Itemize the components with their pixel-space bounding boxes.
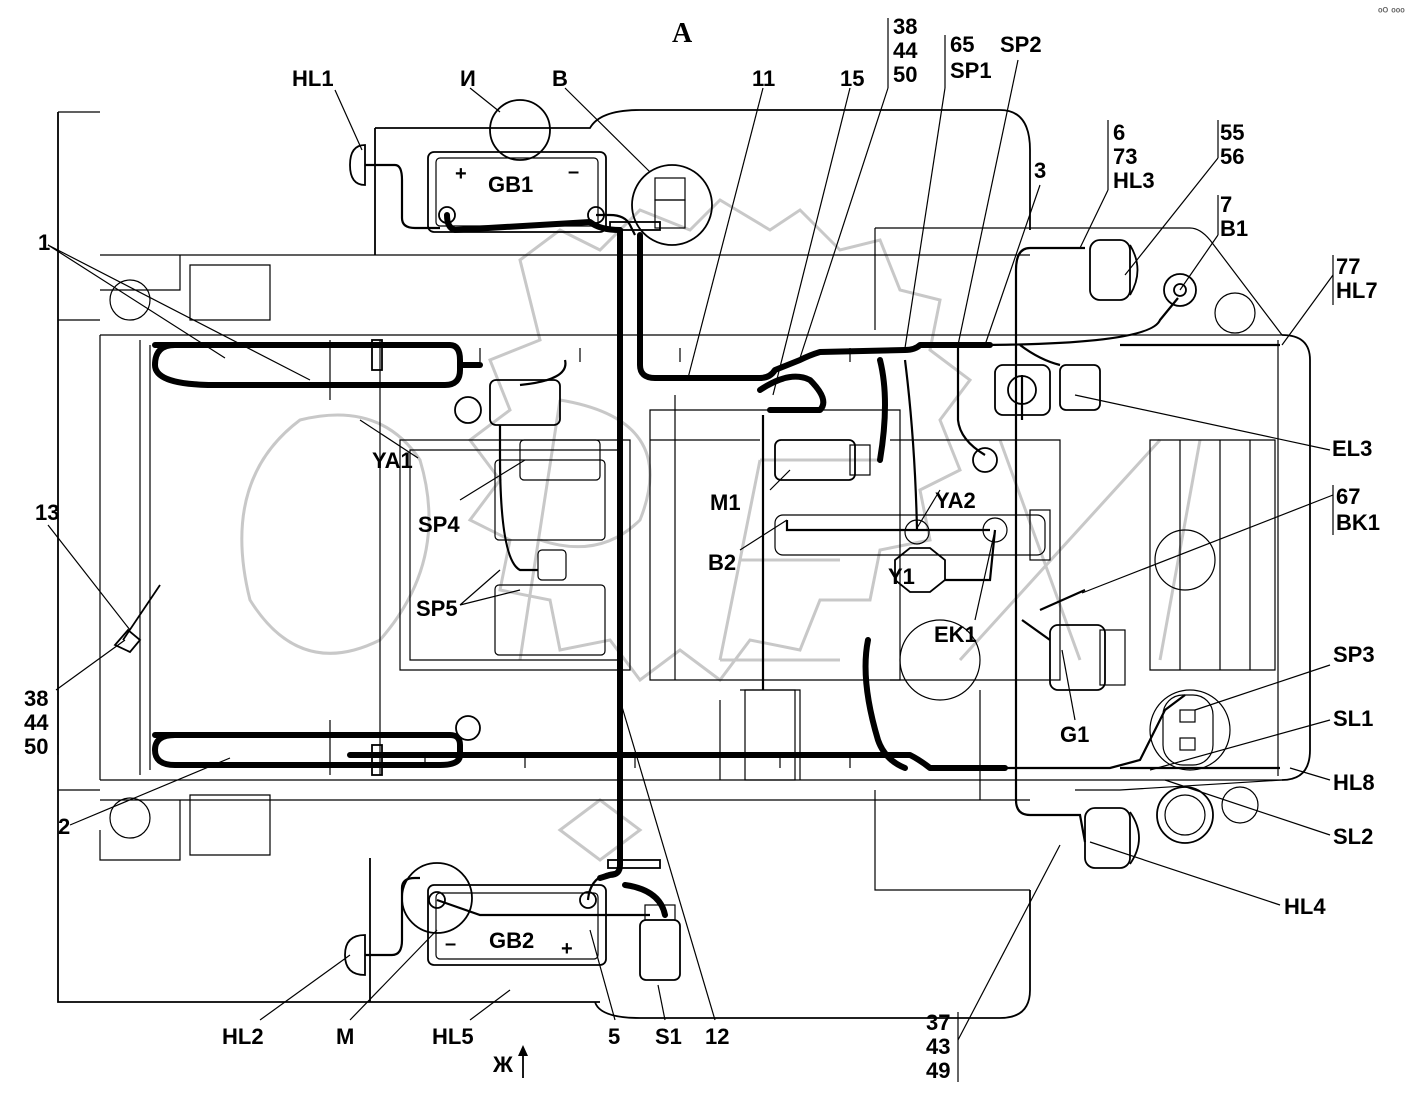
corner-mark: ᵒᴼ ᵒᵒᵒ — [1378, 6, 1405, 18]
wires — [365, 163, 1280, 957]
label-sp3: SP3 — [1333, 642, 1375, 667]
label-43: 43 — [926, 1034, 950, 1059]
label-sl1: SL1 — [1333, 706, 1373, 731]
label-38-left: 38 — [24, 686, 48, 711]
label-sp2: SP2 — [1000, 32, 1042, 57]
label-67: 67 — [1336, 484, 1360, 509]
chassis-frame — [57, 109, 1311, 1019]
svg-text:+: + — [561, 938, 573, 960]
label-5: 5 — [608, 1024, 620, 1049]
direction-label: Ж — [492, 1052, 513, 1077]
label-hl8: HL8 — [1333, 770, 1375, 795]
label-55: 55 — [1220, 120, 1244, 145]
label-49: 49 — [926, 1058, 950, 1083]
label-hl1: HL1 — [292, 66, 334, 91]
label-50-left: 50 — [24, 734, 48, 759]
label-56: 56 — [1220, 144, 1244, 169]
label-15: 15 — [840, 66, 864, 91]
battery-gb2: GB2 – + — [427, 884, 607, 966]
label-12: 12 — [705, 1024, 729, 1049]
label-50-top: 50 — [893, 62, 917, 87]
wire-harnesses — [152, 212, 1008, 918]
label-hl3: HL3 — [1113, 168, 1155, 193]
svg-text:–: – — [445, 933, 456, 955]
gb2-label: GB2 — [489, 928, 534, 953]
label-sp1: SP1 — [950, 58, 992, 83]
label-v: В — [552, 66, 568, 91]
label-ya1: YA1 — [372, 448, 413, 473]
label-73: 73 — [1113, 144, 1137, 169]
label-6: 6 — [1113, 120, 1125, 145]
label-ya2: YA2 — [935, 488, 976, 513]
label-hl2: HL2 — [222, 1024, 264, 1049]
label-el3: EL3 — [1332, 436, 1372, 461]
label-44-left: 44 — [24, 710, 49, 735]
label-g1: G1 — [1060, 722, 1089, 747]
label-hl5: HL5 — [432, 1024, 474, 1049]
battery-gb1: GB1 + – — [427, 151, 607, 233]
detail-view-markers — [401, 99, 713, 934]
label-3: 3 — [1034, 158, 1046, 183]
watermark — [240, 198, 1202, 862]
label-44-top: 44 — [893, 38, 918, 63]
label-sp4: SP4 — [418, 512, 460, 537]
label-m: М — [336, 1024, 354, 1049]
label-13: 13 — [35, 500, 59, 525]
label-ek1: EK1 — [934, 622, 977, 647]
label-hl4: HL4 — [1284, 894, 1326, 919]
label-i: И — [460, 66, 476, 91]
label-1: 1 — [38, 230, 50, 255]
svg-text:–: – — [568, 161, 579, 183]
label-b2: B2 — [708, 550, 736, 575]
label-y1: Y1 — [888, 564, 915, 589]
label-sl2: SL2 — [1333, 824, 1373, 849]
label-m1: M1 — [710, 490, 741, 515]
label-65: 65 — [950, 32, 974, 57]
svg-text:+: + — [455, 163, 467, 185]
label-sp5: SP5 — [416, 596, 458, 621]
label-11: 11 — [752, 66, 775, 91]
label-hl7: HL7 — [1336, 278, 1378, 303]
label-77: 77 — [1336, 254, 1360, 279]
clamps — [371, 221, 851, 869]
leader-lines — [47, 18, 1334, 1082]
label-2: 2 — [58, 814, 70, 839]
label-7: 7 — [1220, 192, 1232, 217]
gb1-label: GB1 — [488, 172, 533, 197]
callout-labels: А ᵒᴼ ᵒᵒᵒ HL1 И В 11 15 38 44 50 65 SP1 S… — [24, 6, 1405, 1083]
view-label: А — [672, 18, 693, 49]
direction-arrow — [518, 1045, 528, 1078]
label-38-top: 38 — [893, 14, 917, 39]
label-37: 37 — [926, 1010, 950, 1035]
label-s1: S1 — [655, 1024, 682, 1049]
label-b1: B1 — [1220, 216, 1248, 241]
label-bk1: BK1 — [1336, 510, 1380, 535]
